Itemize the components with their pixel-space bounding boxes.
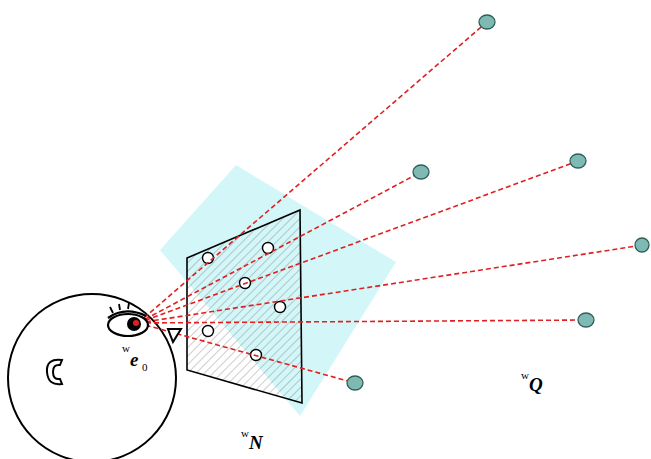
sight-rays [138,22,643,383]
points-symbol: Q [529,375,543,394]
head-outline [8,294,176,459]
frame-superscript: w [241,428,249,439]
world-points [347,15,649,390]
ear [47,360,62,385]
eye [108,303,148,336]
frame-superscript: w [122,343,130,354]
eye-symbol: e [130,350,138,369]
plane-symbol: N [249,433,263,452]
nose [168,329,181,342]
eye-subscript: 0 [142,362,148,373]
frame-superscript: w [521,370,529,381]
